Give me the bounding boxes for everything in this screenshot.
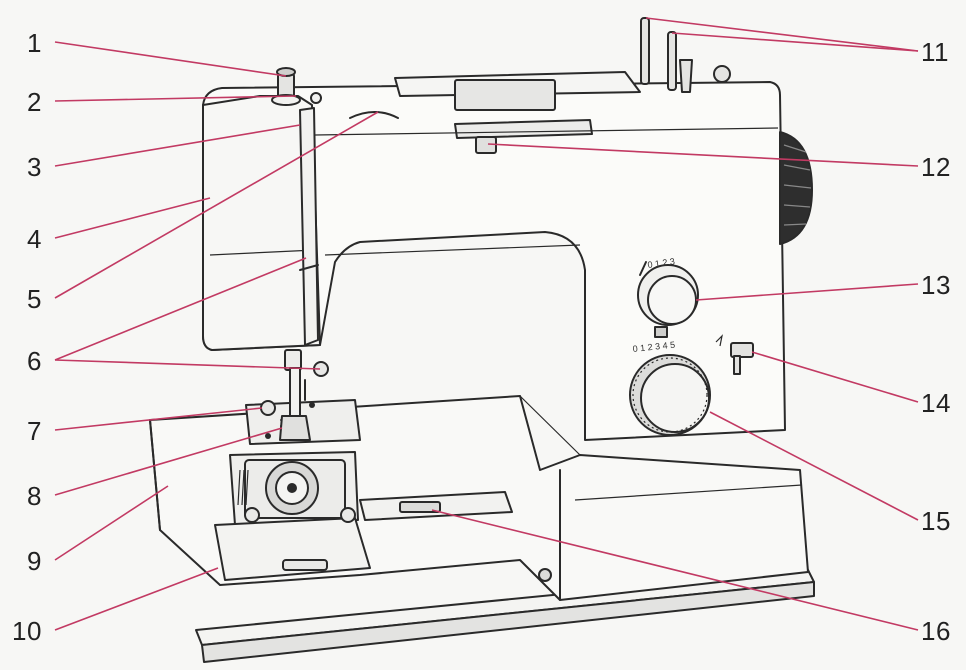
leader-line-12 [487, 143, 919, 167]
callout-7: 7 [27, 416, 42, 446]
machine-arm [202, 71, 786, 441]
reverse-lever [715, 334, 754, 375]
leader-line-3 [54, 124, 301, 167]
leader-line-14 [751, 351, 919, 403]
callout-16: 16 [921, 616, 951, 646]
callout-10: 10 [12, 616, 42, 646]
callout-11: 11 [921, 37, 949, 67]
thread-take-up-lever [299, 107, 319, 346]
callout-9: 9 [27, 546, 42, 576]
hand-wheel [779, 131, 813, 245]
leader-line-4 [54, 197, 211, 239]
stitch-length-dial-marks: 0 1 2 3 4 5 [632, 340, 675, 354]
leader-line-10 [54, 567, 219, 631]
callout-6: 6 [27, 346, 42, 376]
base-board [195, 569, 815, 663]
leader-line-9 [54, 485, 169, 561]
free-arm-lever [359, 491, 552, 582]
leader-line-8 [54, 427, 283, 496]
leader-line-2 [54, 95, 297, 102]
shuttle-area [237, 459, 356, 523]
stitch-length-dial [629, 354, 711, 436]
leader-line-5 [54, 111, 379, 299]
callout-12: 12 [921, 152, 951, 182]
leader-line-15 [709, 411, 919, 521]
callout-14: 14 [921, 388, 951, 418]
spool-pins [640, 17, 731, 93]
leader-line-16 [431, 509, 919, 631]
callout-3: 3 [27, 152, 42, 182]
leader-line-7 [54, 407, 263, 431]
callout-2: 2 [27, 87, 42, 117]
callout-1: 1 [27, 28, 42, 58]
accessory-box-door [214, 517, 371, 581]
bobbin-winder-spindle [271, 67, 322, 106]
callout-4: 4 [27, 224, 42, 254]
stitch-width-dial-marks: 0 1 2 3 [647, 256, 676, 270]
stitch-width-dial [637, 261, 699, 338]
leader-line-6b [54, 359, 321, 370]
leader-line-13 [695, 283, 919, 301]
callout-13: 13 [921, 270, 951, 300]
leader-line-6a [54, 257, 307, 361]
leader-line-11b [671, 32, 919, 52]
leader-lines [54, 17, 919, 631]
leader-line-1 [54, 41, 287, 77]
leader-line-11a [645, 17, 919, 52]
callout-8: 8 [27, 481, 42, 511]
callout-5: 5 [27, 284, 42, 314]
callout-15: 15 [921, 506, 951, 536]
